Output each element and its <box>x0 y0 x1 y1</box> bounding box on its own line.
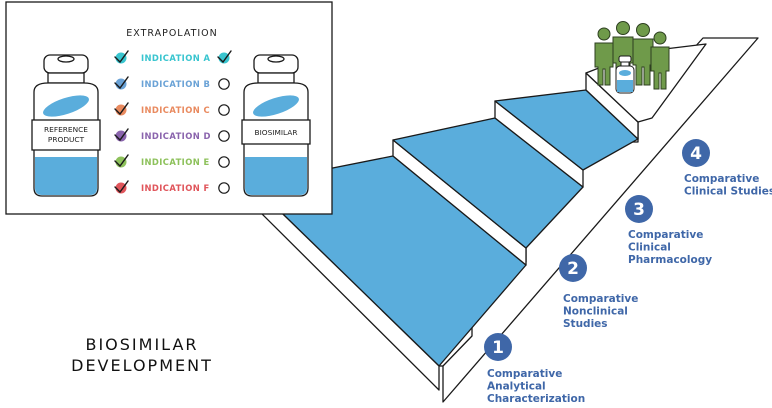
indication-status-empty-icon <box>218 156 230 168</box>
indication-status-empty-icon <box>218 78 230 90</box>
biosimilar-label: BIOSIMILAR <box>255 128 298 137</box>
small-vial-icon <box>615 55 635 94</box>
step-3-label-line2: Clinical <box>628 242 671 254</box>
indication-list: INDICATION A INDICATION B INDICATION C INDI… <box>114 50 232 194</box>
indication-status-empty-icon <box>218 182 230 194</box>
step-1-badge <box>484 333 512 361</box>
step-3-label-line1: Comparative <box>628 229 703 241</box>
indication-check-icon <box>114 102 129 116</box>
reference-label-line1: REFERENCE <box>44 125 88 134</box>
step-3-number: 3 <box>633 200 645 220</box>
indication-check-icon <box>114 180 129 194</box>
indication-check-icon <box>114 76 129 90</box>
indication-label: INDICATION E <box>141 157 210 167</box>
indication-check-icon <box>114 50 129 64</box>
indication-label: INDICATION D <box>141 131 211 141</box>
step-2-label-line3: Studies <box>563 318 608 330</box>
indication-label: INDICATION A <box>141 53 210 63</box>
step-1-label-line1: Comparative <box>487 368 562 380</box>
step-3-label-line3: Pharmacology <box>628 254 712 266</box>
step-4-label-line1: Comparative <box>684 173 759 185</box>
indication-status-empty-icon <box>218 104 230 116</box>
indication-check-icon <box>114 128 129 142</box>
step-4-badge <box>682 139 710 167</box>
step-2-number: 2 <box>567 259 579 279</box>
extrapolation-panel: EXTRAPOLATION REFERENCE PRODUCT BIOSIMIL… <box>5 1 333 215</box>
step-2-label-line1: Comparative <box>563 293 638 305</box>
step-1-label-line2: Analytical <box>487 381 546 393</box>
reference-label-line2: PRODUCT <box>48 135 85 144</box>
indication-status-empty-icon <box>218 130 230 142</box>
step-2-badge <box>559 254 587 282</box>
step-1-number: 1 <box>492 338 504 358</box>
indication-label: INDICATION C <box>141 105 210 115</box>
step-1-label-line3: Characterization <box>487 393 585 405</box>
indication-label: INDICATION B <box>141 79 210 89</box>
reference-vial-icon <box>31 54 101 197</box>
step-2-label-line2: Nonclinical <box>563 306 628 318</box>
step-3-badge <box>625 195 653 223</box>
title-line2: DEVELOPMENT <box>71 356 213 375</box>
indication-check-icon <box>114 154 129 168</box>
extrapolation-title: EXTRAPOLATION <box>126 28 218 39</box>
title-line1: BIOSIMILAR <box>85 335 198 354</box>
indication-status-checked-icon <box>217 50 232 64</box>
step-4-number: 4 <box>690 144 702 164</box>
biosimilar-vial-icon <box>241 54 311 197</box>
indication-label: INDICATION F <box>141 183 210 193</box>
step-labels: 1ComparativeAnalyticalCharacterization2C… <box>484 139 772 405</box>
step-4-label-line2: Clinical Studies <box>684 186 772 198</box>
